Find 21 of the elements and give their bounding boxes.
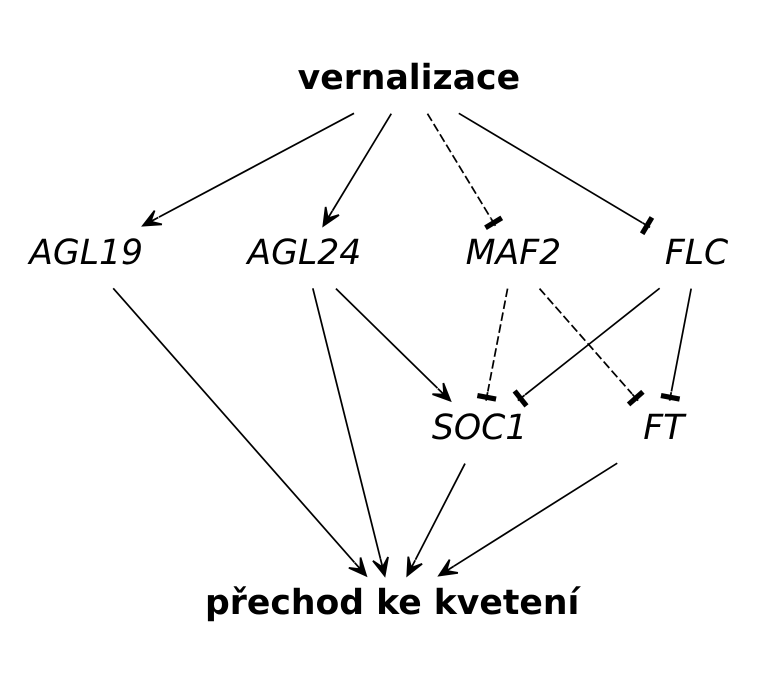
node-text: FLC	[664, 232, 728, 272]
arrow	[438, 462, 618, 576]
node-text: SOC1	[432, 407, 528, 448]
arrow	[406, 462, 466, 576]
arrow	[335, 288, 452, 402]
connector	[538, 288, 645, 406]
connector	[458, 112, 654, 235]
node-text: AGL24	[247, 232, 362, 272]
connector	[660, 288, 692, 402]
node-text: FT	[643, 407, 684, 448]
connector	[476, 288, 508, 402]
node-text: vernalizace	[298, 58, 520, 98]
arrow	[142, 112, 354, 226]
arrow	[312, 288, 389, 576]
node-text: AGL19	[29, 232, 144, 272]
node-text: MAF2	[466, 232, 562, 272]
connector	[512, 287, 660, 407]
arrow	[112, 287, 367, 576]
node-text: přechod ke kvetení	[205, 582, 580, 622]
arrow	[322, 112, 392, 226]
connector	[426, 112, 504, 230]
